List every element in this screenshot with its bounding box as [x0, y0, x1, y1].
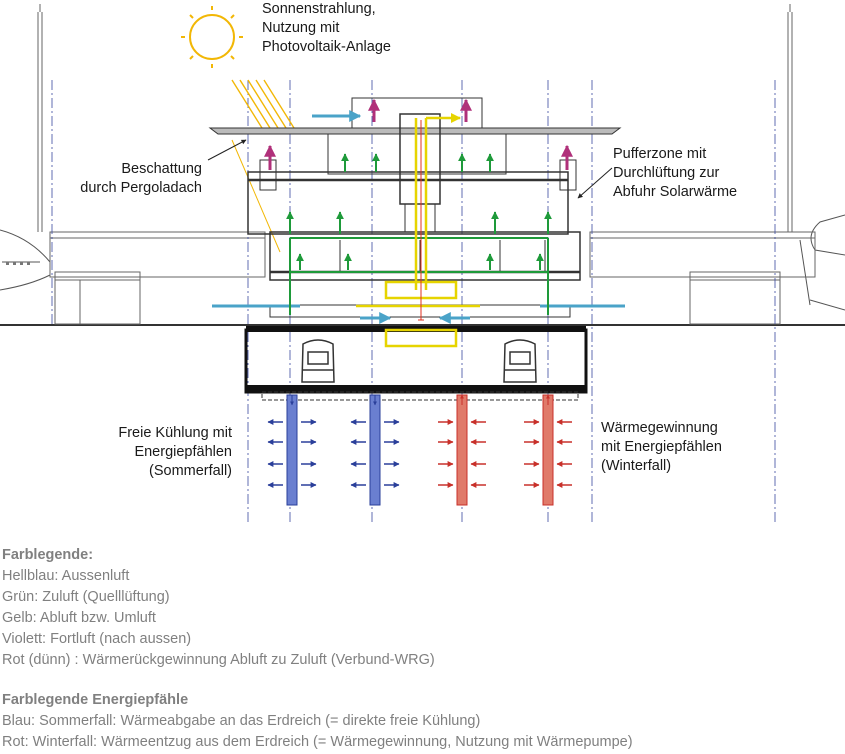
heating-label-line: mit Energiepfählen	[601, 439, 722, 455]
shading-label-line: durch Pergoladach	[80, 180, 202, 196]
sun-rays	[231, 79, 295, 253]
heating-label-line: (Winterfall)	[601, 458, 672, 474]
heating-label: Wärmegewinnung mit Energiepfählen (Winte…	[601, 419, 722, 476]
sun-label-line: Photovoltaik-Anlage	[262, 39, 391, 55]
pile-legend-item: Rot: Winterfall: Wärmeentzug aus dem Erd…	[2, 734, 633, 750]
buffer-zone-label-line: Durchlüftung zur	[613, 165, 720, 181]
buffer-zone-label-line: Pufferzone mit	[613, 146, 707, 162]
train-icon	[301, 339, 335, 383]
passenger-bridge-left	[49, 231, 266, 325]
passenger-bridge-right	[589, 231, 816, 325]
pile-legend-item: Blau: Sommerfall: Wärmeabgabe an das Erd…	[2, 713, 481, 729]
sun-label-line: Sonnenstrahlung,	[262, 1, 376, 17]
color-legend-item: Grün: Zuluft (Quelllüftung)	[2, 589, 170, 605]
leader-arrows	[207, 139, 613, 199]
discharge-air-arrows	[264, 98, 573, 170]
cooling-label: Freie Kühlung mit Energiepfählen (Sommer…	[70, 424, 232, 481]
energy-piles-winter	[438, 394, 572, 506]
airplane-icon	[0, 229, 51, 291]
color-legend-item: Hellblau: Aussenluft	[2, 568, 130, 584]
color-legend-title: Farblegende:	[2, 547, 94, 563]
cooling-label-line: (Sommerfall)	[149, 463, 232, 479]
building-section-diagram	[0, 4, 845, 525]
shading-label: Beschattung durch Pergoladach	[60, 160, 202, 198]
sun-label-line: Nutzung mit	[262, 20, 340, 36]
heat-recovery-lines	[418, 120, 424, 321]
buffer-zone-label-line: Abfuhr Solarwärme	[613, 184, 738, 200]
exhaust-air-ducts	[356, 113, 480, 348]
pile-legend: Farblegende Energiepfähle Blau: Sommerfa…	[2, 690, 633, 753]
color-legend-item: Rot (dünn) : Wärmerückgewinnung Abluft z…	[2, 652, 435, 668]
buffer-zone-label: Pufferzone mit Durchlüftung zur Abfuhr S…	[613, 145, 737, 202]
airplane-icon	[799, 214, 845, 311]
supply-air-ducts	[286, 153, 552, 315]
left-mast	[37, 4, 43, 232]
sun-label: Sonnenstrahlung, Nutzung mit Photovoltai…	[262, 0, 391, 57]
train-icon	[503, 339, 537, 383]
energy-piles-summer	[267, 394, 400, 506]
color-legend-item: Violett: Fortluft (nach aussen)	[2, 631, 192, 647]
sun-icon	[181, 6, 243, 68]
outside-air-ducts	[212, 110, 625, 324]
shading-label-line: Beschattung	[121, 161, 202, 177]
pile-legend-title: Farblegende Energiepfähle	[2, 692, 189, 708]
heating-label-line: Wärmegewinnung	[601, 420, 718, 436]
color-legend: Farblegende: Hellblau: Aussenluft Grün: …	[2, 545, 435, 671]
color-legend-item: Gelb: Abluft bzw. Umluft	[2, 610, 156, 626]
right-mast	[787, 4, 793, 232]
cooling-label-line: Energiepfählen	[134, 444, 232, 460]
cooling-label-line: Freie Kühlung mit	[118, 425, 232, 441]
